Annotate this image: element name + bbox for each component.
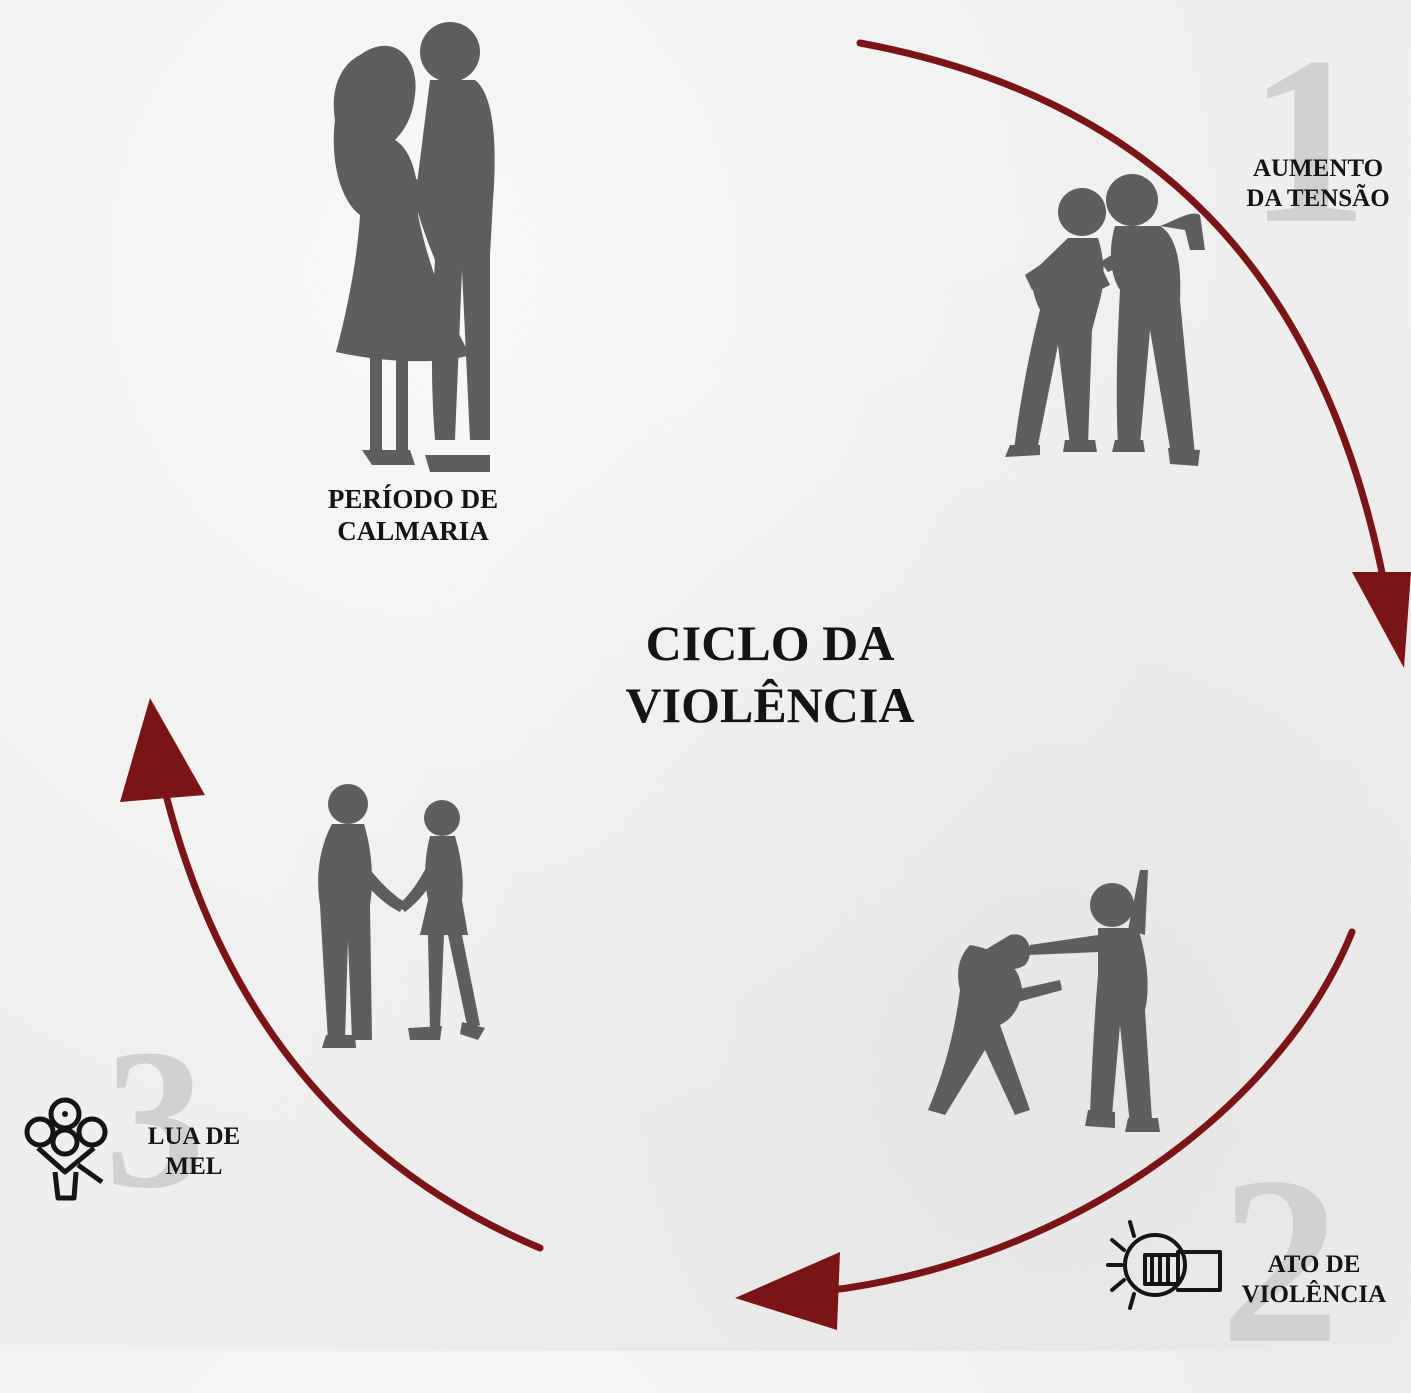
- fist-punch-icon: [1106, 1220, 1222, 1310]
- violence-scene-silhouette: [928, 870, 1160, 1132]
- arrow-violence-to-honeymoon: [801, 928, 1356, 1297]
- phase-2-label-line-2: VIOLÊNCIA: [1241, 1281, 1387, 1308]
- phase-3-label-line-2: MEL: [165, 1153, 223, 1180]
- calm-label-line-1: PERÍODO DE: [327, 484, 499, 514]
- phase-1-label-line-2: DA TENSÃO: [1246, 185, 1390, 212]
- honeymoon-couple-silhouette: [318, 784, 485, 1048]
- arrow-tension-to-violence: [856, 39, 1394, 619]
- phase-2-number: 2: [1220, 1127, 1340, 1393]
- arrowhead-2: [735, 1252, 840, 1330]
- phase-3-number: 3: [105, 1009, 205, 1230]
- phase-2-label: ATO DE VIOLÊNCIA: [1220, 1250, 1408, 1310]
- title-line-2: VIOLÊNCIA: [625, 677, 915, 733]
- title-line-1: CICLO DA: [645, 615, 895, 671]
- calm-label-line-2: CALMARIA: [337, 516, 489, 547]
- cycle-title: CICLO DA VIOLÊNCIA: [560, 612, 980, 736]
- phase-3-label: LUA DE MEL: [128, 1122, 260, 1182]
- phase-1-label: AUMENTO DA TENSÃO: [1228, 154, 1408, 214]
- phase-1-number: 1: [1248, 7, 1368, 273]
- phase-1-label-line-1: AUMENTO: [1252, 155, 1384, 182]
- arrowhead-1: [1352, 572, 1411, 668]
- phase-2-label-line-1: ATO DE: [1267, 1251, 1361, 1278]
- arrowhead-3: [120, 698, 205, 802]
- kissing-couple-silhouette: [333, 22, 495, 472]
- arrow-honeymoon-to-calm: [156, 766, 544, 1252]
- flower-bouquet-icon: [24, 1097, 108, 1201]
- arguing-couple-silhouette: [1005, 174, 1205, 466]
- phase-3-label-line-1: LUA DE: [147, 1123, 241, 1150]
- cycle-arrows: [120, 39, 1411, 1330]
- calm-period-label: PERÍODO DE CALMARIA: [298, 483, 528, 548]
